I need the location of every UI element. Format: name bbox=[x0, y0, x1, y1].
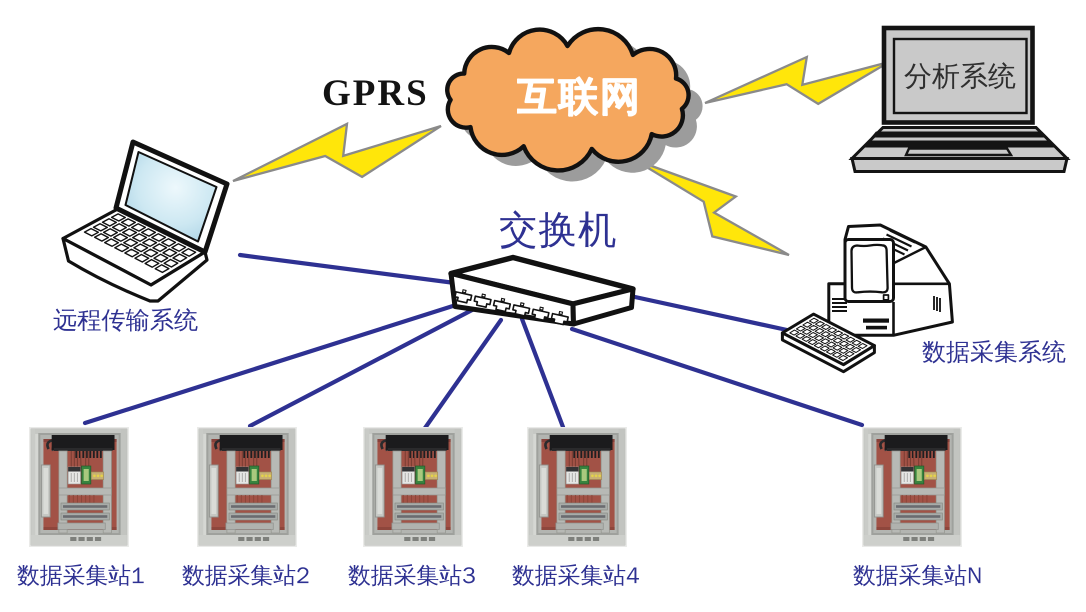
internet-cloud-label-glyphs bbox=[516, 76, 637, 117]
link-switch-station-2 bbox=[247, 306, 477, 429]
station-label-N: 数据采集站N bbox=[852, 563, 982, 589]
station-cabinets bbox=[27, 425, 964, 549]
analysis-base-front bbox=[850, 157, 1069, 173]
station-cabinet-4 bbox=[525, 425, 629, 549]
internet-cloud-label: 互联网 bbox=[516, 75, 640, 121]
desktop-computer bbox=[780, 223, 954, 374]
analysis-system-label-glyphs bbox=[903, 62, 1015, 90]
link-switch-station-3 bbox=[422, 317, 504, 431]
laptop-screen bbox=[124, 151, 218, 243]
switch-label: 交换机 bbox=[499, 209, 617, 253]
switch-right bbox=[570, 286, 636, 327]
link-laptop-switch bbox=[237, 252, 458, 286]
station-label-1-glyphs bbox=[17, 564, 144, 587]
bolt-cloud-analysis bbox=[704, 55, 890, 106]
station-label-2: 数据采集站2 bbox=[182, 563, 310, 589]
tower-crease bbox=[893, 245, 927, 265]
data-collection-label-glyphs bbox=[922, 340, 1066, 364]
link-switch-station-N bbox=[569, 326, 865, 428]
station-label-4-glyphs bbox=[512, 564, 640, 587]
station-label-1: 数据采集站1 bbox=[17, 563, 145, 589]
station-cabinet-3 bbox=[361, 425, 465, 549]
badge-bar-1 bbox=[863, 318, 889, 323]
station-label-3: 数据采集站3 bbox=[348, 563, 476, 589]
network-links bbox=[82, 252, 865, 431]
station-cabinet-N bbox=[860, 425, 964, 549]
gprs-label: GPRS bbox=[322, 72, 429, 115]
analysis-system-label: 分析系统 bbox=[903, 61, 1016, 93]
remote-laptop bbox=[61, 139, 230, 303]
monitor-power-led bbox=[882, 294, 890, 301]
link-switch-station-4 bbox=[519, 316, 566, 430]
side-vents bbox=[933, 296, 941, 312]
cloud-shape bbox=[445, 27, 691, 173]
laptop-base-skirt bbox=[61, 236, 209, 303]
remote-transmission-label: 远程传输系统 bbox=[53, 307, 198, 335]
analysis-trackpad bbox=[904, 147, 1014, 157]
bolt-cloud-desktop bbox=[634, 158, 790, 257]
analysis-laptop bbox=[848, 25, 1071, 173]
station-label-N-glyphs bbox=[852, 564, 980, 587]
switch-label-glyphs bbox=[499, 210, 616, 250]
bolt-laptop-cloud bbox=[232, 121, 442, 183]
link-switch-desktop bbox=[632, 294, 790, 333]
keyboard-skirt bbox=[780, 331, 876, 374]
link-switch-station-1 bbox=[82, 302, 459, 426]
analysis-vent-bar-1 bbox=[871, 131, 1048, 138]
station-label-3-glyphs bbox=[348, 564, 475, 587]
station-cabinet-1 bbox=[27, 425, 131, 549]
station-cabinet-2 bbox=[195, 425, 299, 549]
remote-transmission-label-glyphs bbox=[53, 308, 198, 333]
monitor-screen bbox=[850, 243, 889, 294]
station-label-2-glyphs bbox=[182, 564, 309, 587]
station-label-4: 数据采集站4 bbox=[512, 563, 640, 589]
data-collection-label: 数据采集系统 bbox=[922, 339, 1066, 366]
analysis-vent-bar-2 bbox=[862, 140, 1056, 148]
gprs-label-text: GPRS bbox=[322, 73, 429, 114]
ethernet-switch bbox=[448, 254, 636, 327]
base-vents bbox=[832, 298, 847, 312]
badge-bar-2 bbox=[866, 325, 887, 330]
